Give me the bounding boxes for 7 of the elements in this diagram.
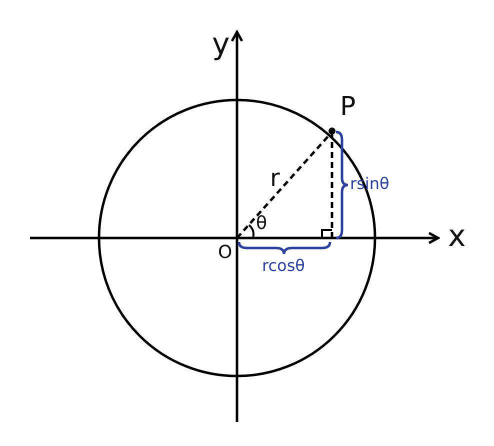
point-label: P — [340, 94, 356, 120]
length-label: rcosθ — [262, 258, 305, 274]
radius-label: r — [270, 166, 280, 190]
origin-label: O — [218, 244, 232, 262]
axis-label: y — [212, 30, 230, 60]
angle-label: θ — [256, 215, 268, 233]
axis-label: x — [448, 222, 466, 252]
